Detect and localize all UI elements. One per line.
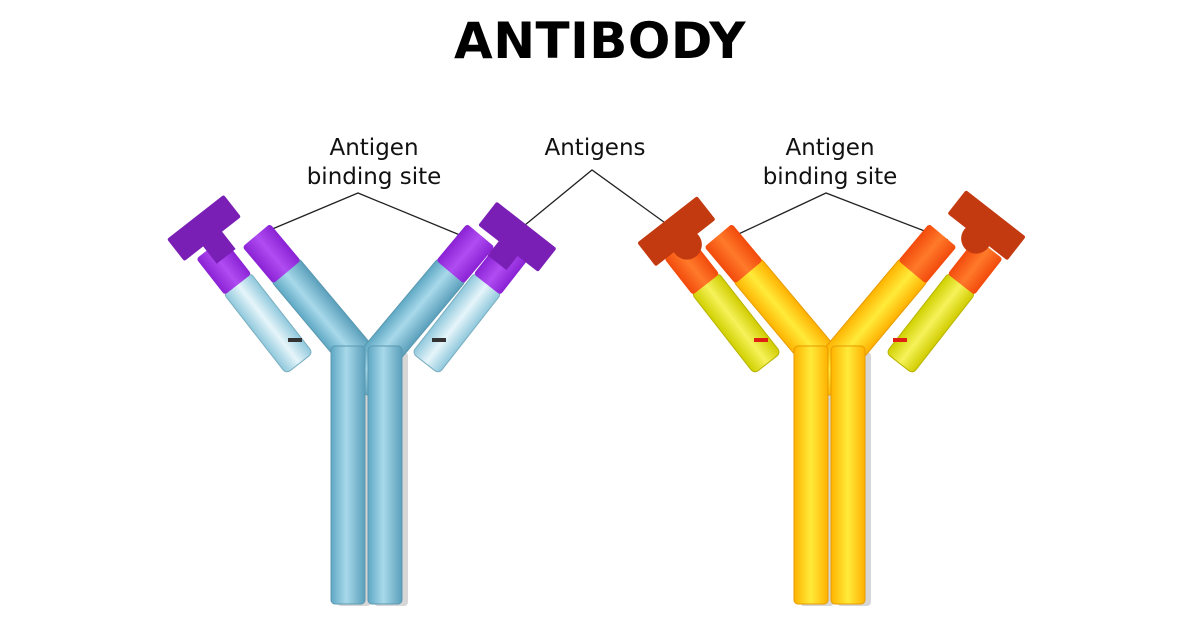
orange-left-antigen <box>638 196 715 266</box>
page-title: ANTIBODY <box>454 12 746 70</box>
orange-right-connector <box>893 338 907 342</box>
blue-bound-antigen <box>479 202 556 272</box>
left-binding-leader <box>257 192 473 241</box>
orange-left-connector <box>754 338 768 342</box>
right-binding-site-label: Antigen binding site <box>742 134 918 192</box>
blue-free-antigen <box>167 195 241 264</box>
orange-right-light-chain <box>887 239 1002 373</box>
blue-antibody <box>167 195 556 606</box>
antigens-label: Antigens <box>520 134 670 163</box>
right-binding-leader <box>729 192 949 241</box>
blue-right-stem <box>367 345 403 605</box>
left-binding-site-label: Antigen binding site <box>286 134 462 192</box>
blue-left-stem <box>330 345 366 605</box>
left-binding-site-line1: Antigen <box>329 135 419 161</box>
orange-right-stem <box>830 345 866 605</box>
leader-lines <box>257 169 949 241</box>
orange-left-stem <box>793 345 829 605</box>
blue-left-connector <box>288 338 302 342</box>
antigens-leader <box>524 169 669 226</box>
orange-right-antigen <box>948 190 1025 260</box>
antigens-label-text: Antigens <box>544 135 646 161</box>
right-binding-site-line2: binding site <box>762 164 898 190</box>
right-binding-site-line1: Antigen <box>785 135 875 161</box>
orange-antibody <box>638 190 1025 606</box>
left-binding-site-line2: binding site <box>306 164 442 190</box>
blue-right-connector <box>432 338 446 342</box>
